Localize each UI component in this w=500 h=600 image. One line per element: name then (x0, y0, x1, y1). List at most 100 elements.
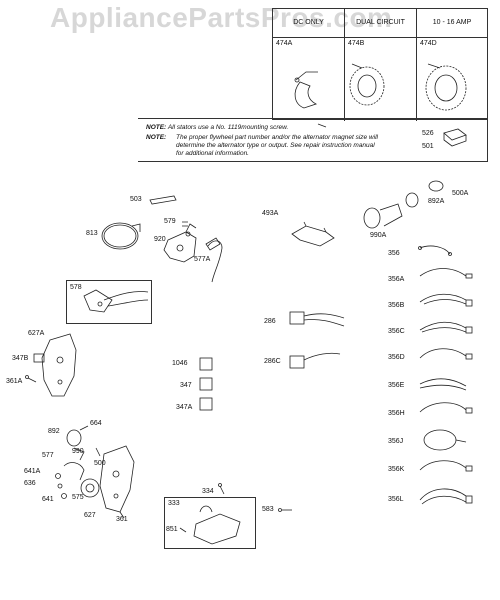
part-label-361[interactable]: 361 (116, 516, 128, 523)
part-label[interactable]: 501 (422, 143, 434, 150)
part-892-drawing (66, 429, 82, 447)
harness-356l-drawing (419, 488, 473, 505)
part-label-356l[interactable]: 356L (388, 496, 404, 503)
part-578-drawing (83, 289, 149, 313)
stator-header: 10 - 16 AMP (417, 9, 487, 38)
part-label-579[interactable]: 579 (164, 218, 176, 225)
part-641a-drawing (55, 473, 61, 479)
stator-474b-drawing (349, 63, 385, 106)
part-label-356k[interactable]: 356K (388, 466, 405, 473)
note-2-line-1: The proper flywheel part number and/or t… (176, 134, 378, 141)
part-892a-drawing (405, 192, 419, 208)
part-347b-drawing (33, 353, 45, 363)
part-label-356e[interactable]: 356E (388, 382, 405, 389)
part-label-347b[interactable]: 347B (12, 355, 29, 362)
part-627-drawing (99, 445, 135, 513)
part-label-356j[interactable]: 356J (388, 438, 404, 445)
part-label-636[interactable]: 636 (24, 480, 36, 487)
rectifier-526-drawing (443, 128, 467, 147)
part-583-drawing (278, 508, 292, 512)
part-label-356[interactable]: 356 (388, 250, 400, 257)
part-label-356c[interactable]: 356C (388, 328, 405, 335)
part-641-drawing (61, 493, 67, 499)
part-label-334[interactable]: 334 (202, 488, 214, 495)
part-347a-drawing (199, 397, 213, 411)
part-500-drawing (95, 447, 101, 457)
part-label-286c[interactable]: 286C (264, 358, 281, 365)
part-label-356a[interactable]: 356A (388, 276, 405, 283)
harness-356d-drawing (419, 348, 473, 360)
part-500a-drawing (428, 180, 444, 192)
part-label-500[interactable]: 500 (94, 460, 106, 467)
part-label[interactable]: 526 (422, 130, 434, 137)
stator-cell-dual-circuit: DUAL CIRCUIT 474B (345, 9, 417, 121)
stator-table: DC ONLY 474A DUAL CIRCUIT 474B 10 - 16 A… (272, 8, 488, 121)
part-label-577[interactable]: 577 (42, 452, 54, 459)
part-575-drawing (80, 478, 100, 498)
part-label-347[interactable]: 347 (180, 382, 192, 389)
part-label-503[interactable]: 503 (130, 196, 142, 203)
part-label-892[interactable]: 892 (48, 428, 60, 435)
note-label: NOTE: (146, 134, 167, 141)
stator-header: DUAL CIRCUIT (345, 9, 416, 38)
note-2-line-3: for additional information. (176, 150, 249, 157)
stator-cell-10-16-amp: 10 - 16 AMP 474D (417, 9, 487, 121)
part-label-627a[interactable]: 627A (28, 330, 45, 337)
part-label[interactable]: 474B (348, 40, 365, 47)
part-label-813[interactable]: 813 (86, 230, 98, 237)
harness-356c-drawing (419, 321, 473, 334)
inset-box-333 (164, 497, 256, 549)
harness-356b-drawing (419, 293, 473, 307)
part-label-347a[interactable]: 347A (176, 404, 193, 411)
part-label-1046[interactable]: 1046 (172, 360, 188, 367)
stator-474a-drawing (294, 71, 318, 109)
part-813-drawing (101, 222, 141, 250)
part-851-drawing (179, 527, 187, 533)
harness-356a-drawing (419, 268, 473, 279)
part-label-356b[interactable]: 356B (388, 302, 405, 309)
part-334-drawing (218, 483, 225, 495)
part-990-drawing (73, 447, 85, 461)
part-361-drawing (119, 511, 125, 519)
harness-356j-drawing (423, 429, 467, 451)
harness-356k-drawing (419, 460, 473, 472)
part-label-500a[interactable]: 500A (452, 190, 469, 197)
part-label-356h[interactable]: 356H (388, 410, 405, 417)
part-label-641[interactable]: 641 (42, 496, 54, 503)
part-label-583[interactable]: 583 (262, 506, 274, 513)
part-label-990a[interactable]: 990A (370, 232, 387, 239)
part-label-892a[interactable]: 892A (428, 198, 445, 205)
part-label-493a[interactable]: 493A (262, 210, 279, 217)
part-label-361a[interactable]: 361A (6, 378, 23, 385)
part-label[interactable]: 474A (276, 40, 293, 47)
part-label-356d[interactable]: 356D (388, 354, 405, 361)
part-347-drawing (199, 377, 213, 391)
screw-drawing (317, 123, 327, 128)
notes-box: NOTE: All stators use a No. 1119mounting… (138, 118, 488, 162)
part-1046-drawing (199, 357, 213, 371)
part-label-664[interactable]: 664 (90, 420, 102, 427)
part-333-drawing (193, 505, 241, 545)
part-361a-drawing (25, 375, 37, 383)
part-label-627[interactable]: 627 (84, 512, 96, 519)
part-493a-drawing (291, 221, 335, 247)
part-920-drawing (163, 223, 197, 263)
note-label: NOTE: (146, 124, 167, 131)
part-label-578[interactable]: 578 (70, 284, 82, 291)
part-label-577a[interactable]: 577A (194, 256, 211, 263)
note-text: All stators use a No. 1119mounting screw… (167, 124, 289, 131)
part-664-drawing (79, 425, 89, 431)
part-579-drawing (182, 221, 188, 227)
part-label-575[interactable]: 575 (72, 494, 84, 501)
part-label-920[interactable]: 920 (154, 236, 166, 243)
part-label-286[interactable]: 286 (264, 318, 276, 325)
part-label-990[interactable]: 990 (72, 448, 84, 455)
part-label-851[interactable]: 851 (166, 526, 178, 533)
harness-356e-drawing (419, 378, 467, 391)
note-2-line-2: determine the alternator type or output.… (176, 142, 375, 149)
part-label-333[interactable]: 333 (168, 500, 180, 507)
part-label[interactable]: 474D (420, 40, 437, 47)
part-286-drawing (289, 311, 345, 327)
part-label-641a[interactable]: 641A (24, 468, 41, 475)
